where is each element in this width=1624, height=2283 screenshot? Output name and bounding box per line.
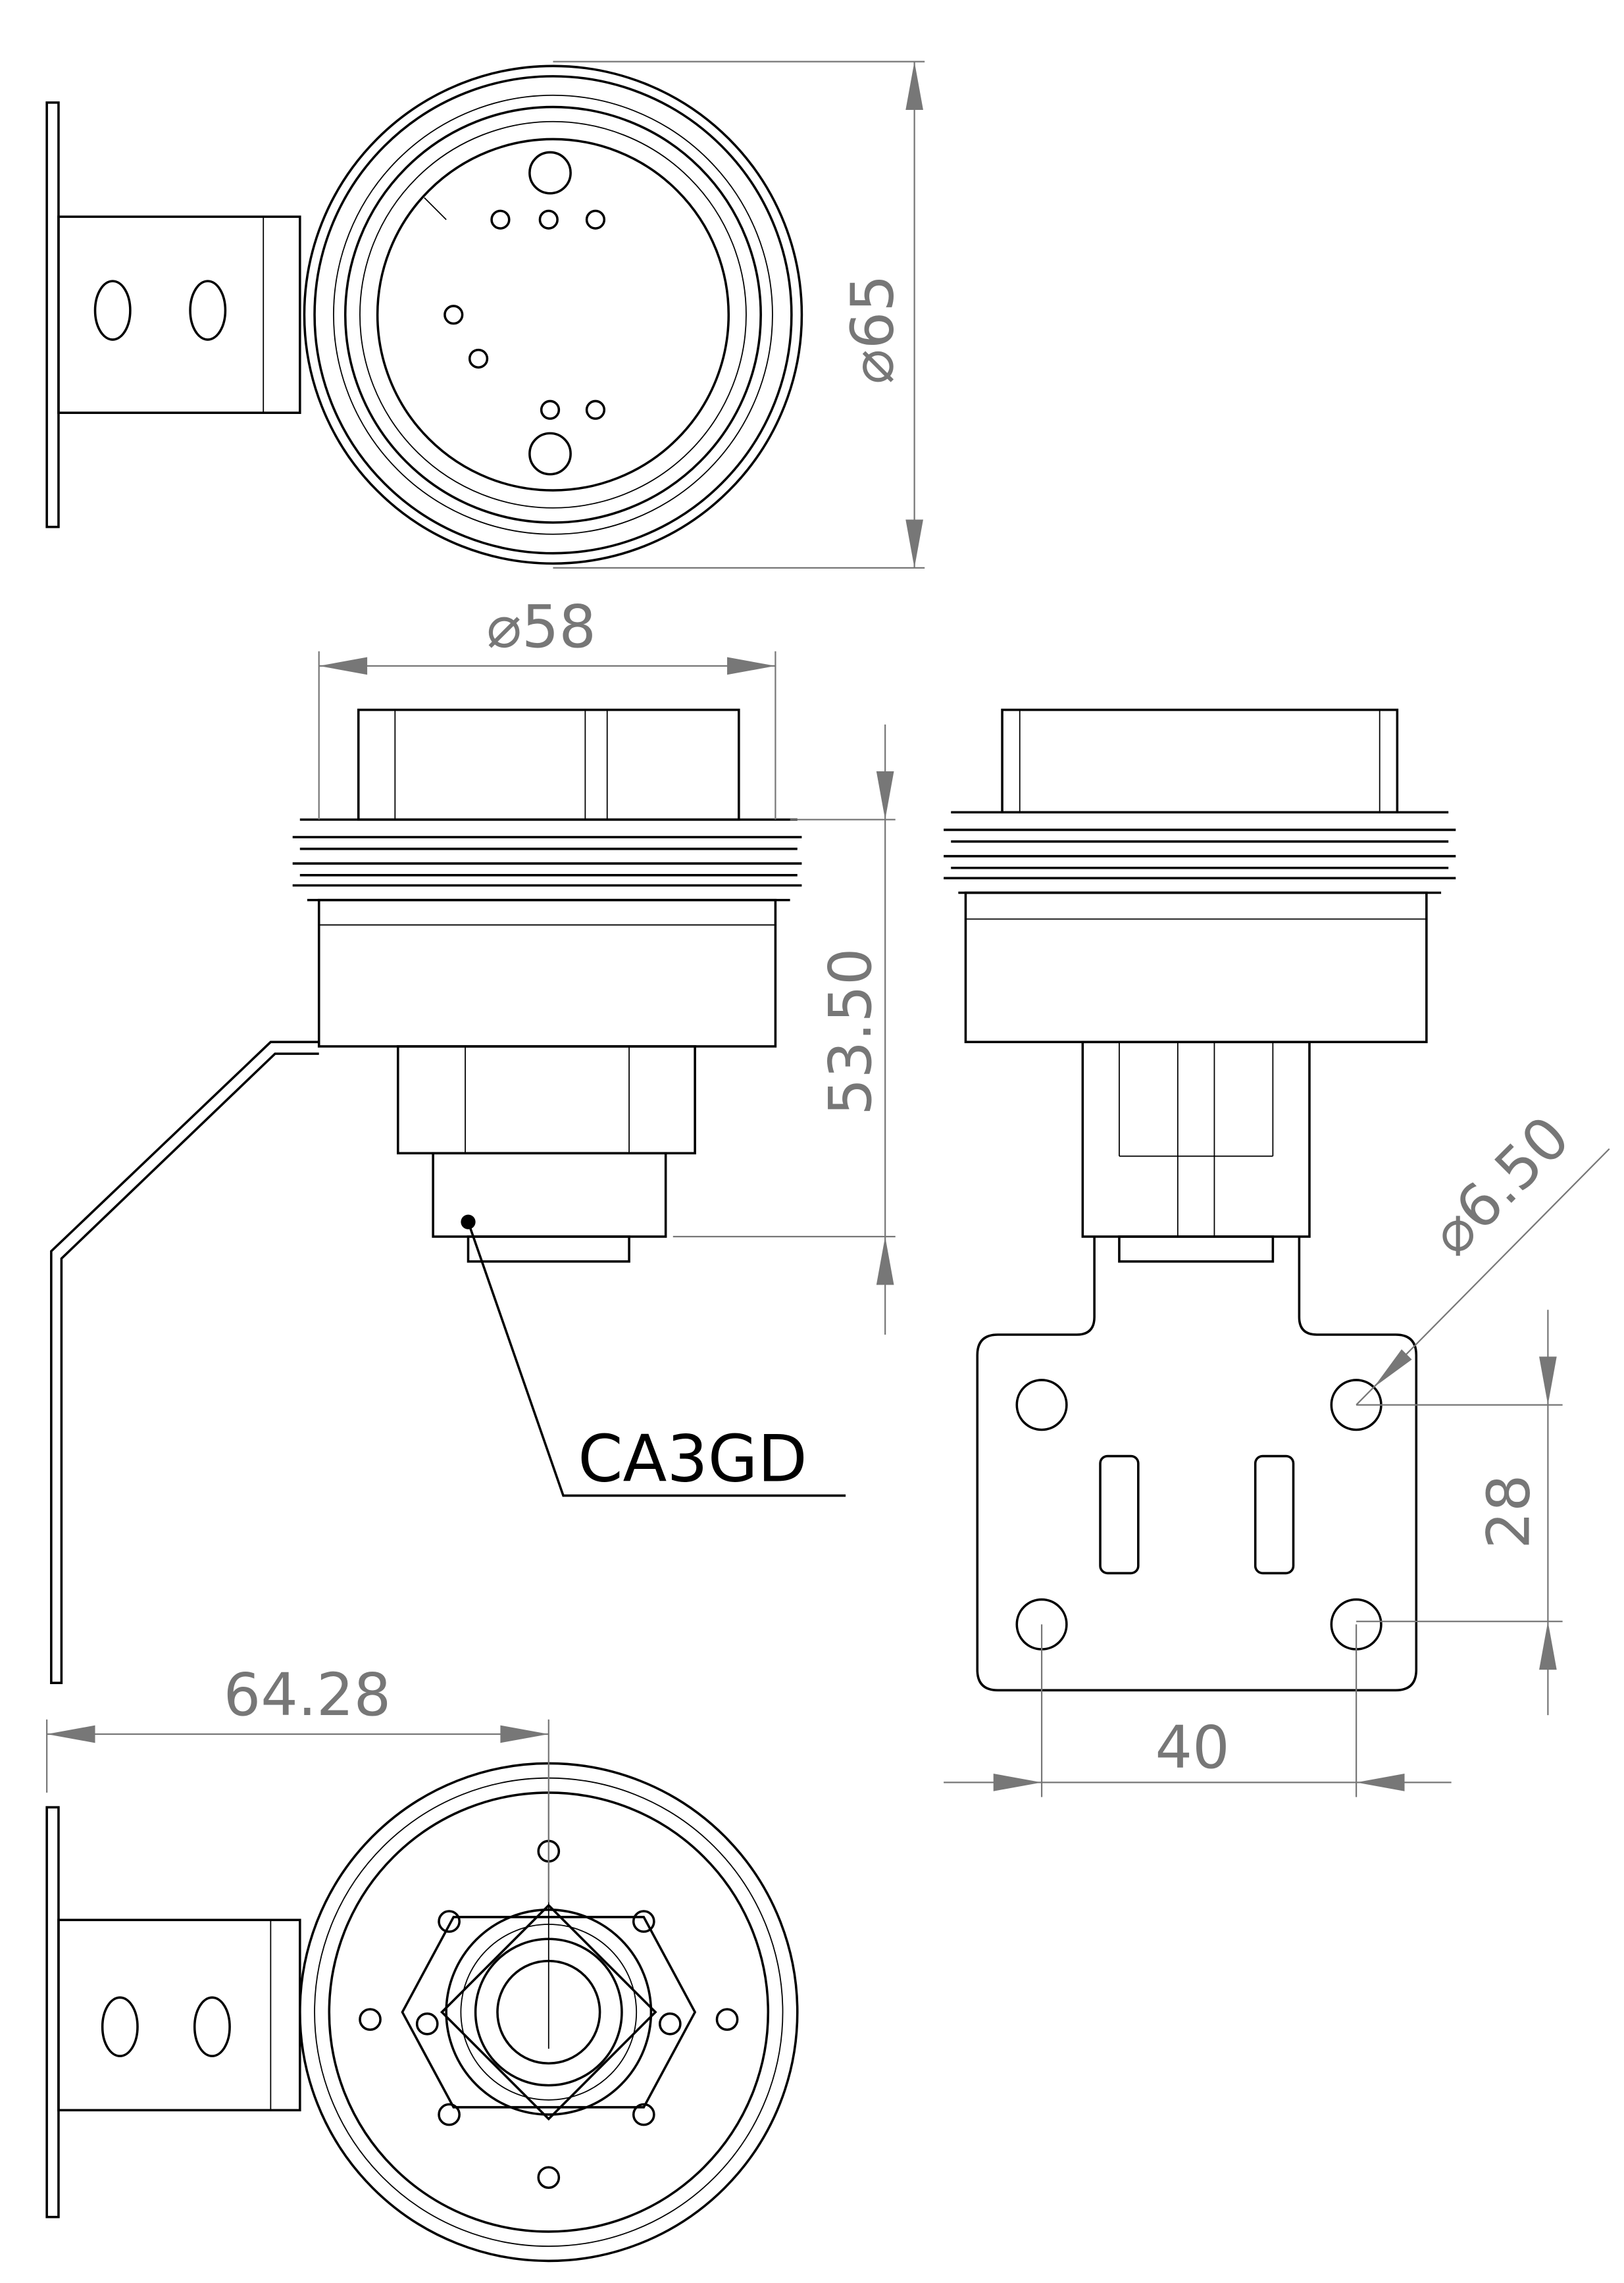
side-view-right [944, 708, 1456, 1692]
dim-thread-diameter-text: ⌀58 [486, 592, 596, 661]
dim-bracket-offset-text: 64.28 [224, 1660, 392, 1729]
dim-hole-vertical-text: 28 [1474, 1474, 1542, 1549]
dim-thread-diameter: ⌀58 [318, 592, 776, 820]
dim-top-diameter: ⌀65 [553, 61, 925, 569]
top-view [45, 64, 803, 565]
dim-hole-vertical: 28 [1356, 1310, 1563, 1716]
dim-hole-diameter-text: ⌀6.50 [1417, 1103, 1583, 1268]
side-view-left [50, 708, 802, 1684]
dim-hole-horizontal-text: 40 [1155, 1713, 1230, 1782]
bottom-view [45, 1762, 799, 2263]
part-label: CA3GD [578, 1422, 807, 1497]
dim-hole-horizontal: 40 [944, 1624, 1452, 1797]
dim-top-diameter-text: ⌀65 [838, 274, 906, 384]
dim-height: 53.50 [672, 724, 896, 1335]
dim-height-text: 53.50 [816, 948, 884, 1116]
dim-hole-diameter: ⌀6.50 [1356, 1103, 1610, 1406]
part-label-callout: CA3GD [461, 1214, 846, 1497]
dim-bracket-offset: 64.28 [46, 1660, 549, 1903]
